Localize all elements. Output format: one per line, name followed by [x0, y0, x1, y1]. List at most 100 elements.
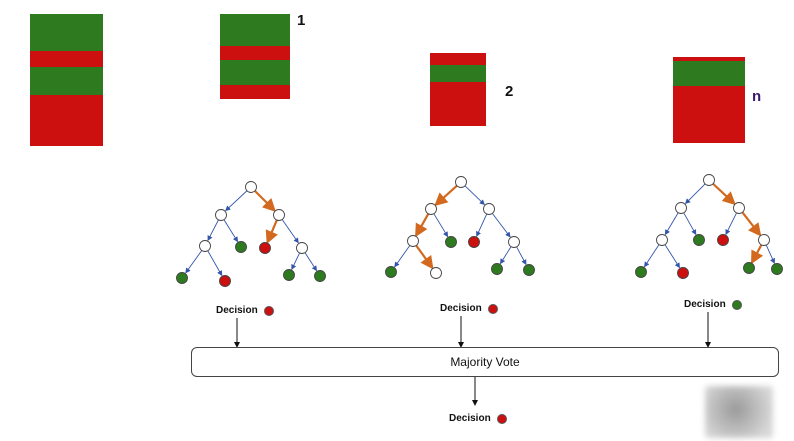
tree-1-decision: Decision — [216, 305, 274, 316]
tree-edge — [223, 219, 239, 243]
tree-edge — [765, 244, 775, 264]
tree-node — [733, 202, 745, 214]
tree-edge — [225, 190, 248, 212]
tree-edge — [291, 252, 301, 270]
tree-edge — [644, 244, 660, 268]
dataset-segment-green — [220, 59, 290, 85]
dataset-segment-green — [430, 64, 486, 83]
final-decision: Decision — [449, 413, 507, 424]
tree-edge — [664, 212, 679, 236]
leaf-node-green — [283, 269, 295, 281]
tree-edge — [185, 250, 203, 274]
leaf-node-green — [635, 266, 647, 278]
dataset-segment-green — [30, 14, 103, 51]
decision-path-edge — [434, 184, 458, 207]
leaf-node-green — [445, 236, 457, 248]
leaf-node-green — [176, 272, 188, 284]
tree-edge — [207, 250, 223, 277]
dataset-block-sample-1 — [220, 14, 290, 99]
dataset-segment-green — [673, 61, 745, 87]
tree-node — [656, 234, 668, 246]
tree-node — [199, 240, 211, 252]
tree-n-diagram — [635, 174, 783, 279]
dataset-segment-red — [30, 94, 103, 146]
tree-node — [703, 174, 715, 186]
leaf-node-green — [523, 264, 535, 276]
decision-path-edge — [254, 190, 276, 212]
tree-edge — [684, 183, 706, 205]
tree-node — [675, 202, 687, 214]
dataset-block-sample-2 — [430, 53, 486, 126]
tree-2-diagram — [385, 176, 535, 279]
tree-edge — [491, 213, 511, 238]
tree-n-decision: Decision — [684, 299, 742, 310]
leaf-node-red — [219, 275, 231, 287]
decision-path-edge — [741, 211, 762, 237]
dataset-segment-green — [30, 66, 103, 95]
sample-label-1: 1 — [297, 12, 306, 29]
decision-label: Decision — [440, 303, 482, 314]
tree-edge — [433, 213, 449, 238]
dataset-segment-red — [30, 50, 103, 67]
tree-2-decision: Decision — [440, 303, 498, 314]
final-decision-label: Decision — [449, 413, 491, 424]
decision-path-edge — [751, 244, 764, 265]
final-decision-red-dot — [496, 413, 507, 424]
decision-path-edge — [265, 219, 278, 245]
sample-label-n: n — [752, 88, 762, 105]
dataset-segment-red — [673, 57, 745, 62]
tree-node — [245, 181, 257, 193]
tree-node — [508, 236, 520, 248]
tree-node — [758, 234, 770, 246]
tree-edge — [394, 245, 411, 268]
dataset-segment-red — [430, 53, 486, 65]
leaf-node-red — [677, 267, 689, 279]
dataset-segment-red — [673, 86, 745, 143]
leaf-node-green — [314, 270, 326, 282]
leaf-node-green — [693, 234, 705, 246]
decision-red-dot — [263, 305, 274, 316]
decision-red-dot — [487, 303, 498, 314]
tree-node — [425, 203, 437, 215]
tree-edge — [725, 212, 737, 235]
decision-path-edge — [415, 244, 434, 270]
tree-edge — [476, 213, 488, 237]
tree-node — [273, 209, 285, 221]
decision-label: Decision — [684, 299, 726, 310]
majority-vote-label: Majority Vote — [450, 355, 520, 369]
blurred-thumbnail-image — [705, 386, 773, 438]
dataset-block-sample-n — [673, 57, 745, 143]
tree-node — [483, 203, 495, 215]
tree-node — [296, 242, 308, 254]
tree-edge — [207, 219, 219, 242]
majority-vote-box: Majority Vote — [191, 347, 779, 377]
tree-edge — [499, 246, 512, 265]
leaf-node-green — [235, 241, 247, 253]
decision-path-edge — [712, 182, 736, 206]
sample-label-2: 2 — [505, 83, 514, 100]
tree-1-diagram — [176, 181, 326, 287]
decision-green-dot — [731, 299, 742, 310]
tree-node — [455, 176, 467, 188]
dataset-segment-red — [220, 46, 290, 60]
dataset-segment-green — [220, 14, 290, 47]
tree-node — [407, 235, 419, 247]
leaf-node-green — [743, 262, 755, 274]
leaf-node-red — [259, 242, 271, 254]
tree-edge — [281, 219, 299, 244]
leaf-node-red — [717, 234, 729, 246]
leaf-node-green — [771, 263, 783, 275]
tree-edge — [304, 252, 317, 272]
leaf-node-green — [385, 266, 397, 278]
tree-node — [430, 267, 442, 279]
decision-path-edge — [415, 213, 430, 238]
dataset-segment-red — [430, 82, 486, 126]
leaf-node-green — [491, 263, 503, 275]
tree-node — [215, 209, 227, 221]
tree-edge — [516, 246, 527, 266]
tree-edge — [683, 212, 697, 236]
leaf-node-red — [468, 236, 480, 248]
tree-edge — [664, 244, 680, 269]
tree-edge — [464, 185, 485, 206]
